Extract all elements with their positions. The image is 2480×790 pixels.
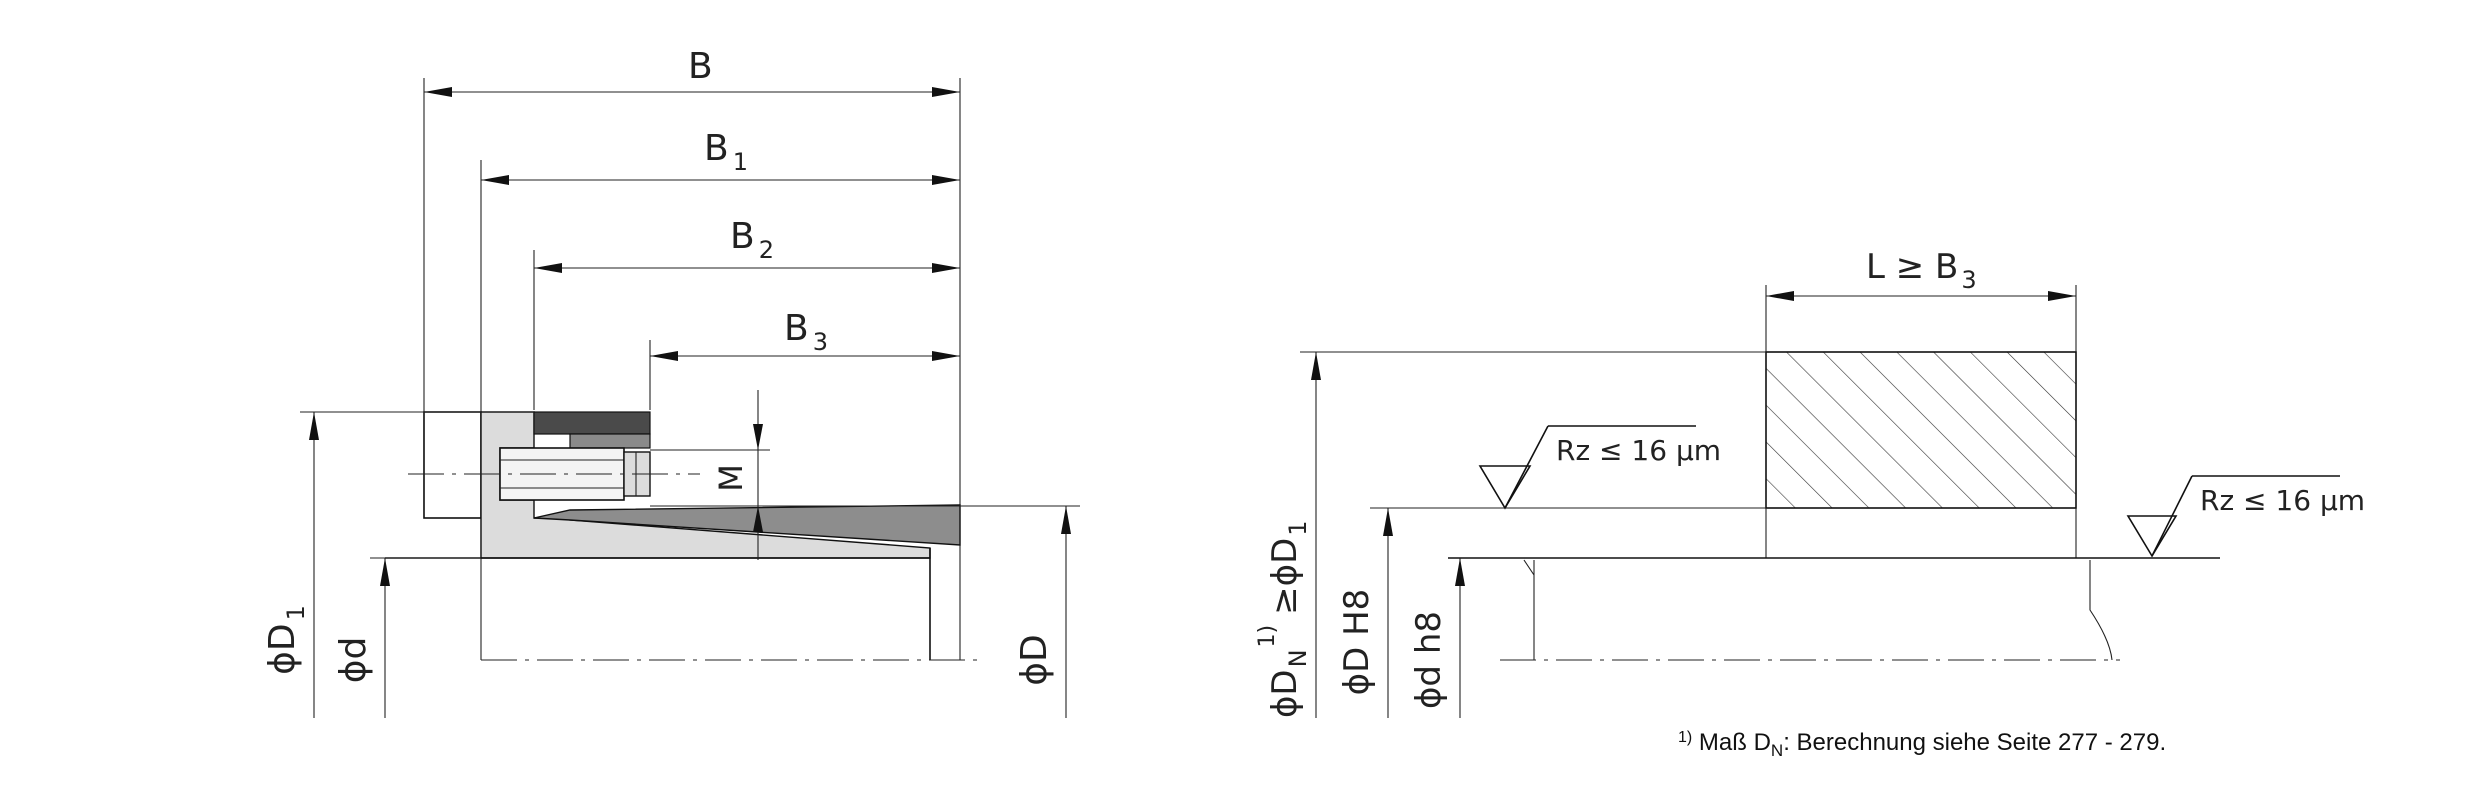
extension-lines [423, 78, 961, 660]
surface-finish-symbol-2: Rz ≤ 16 µm [2126, 475, 2365, 558]
surface-finish-label-2: Rz ≤ 16 µm [2200, 484, 2365, 517]
clamping-element-section: M [385, 390, 1080, 660]
dim-line-B1 [481, 175, 960, 185]
footnote: 1) Maß DN: Berechnung siehe Seite 277 - … [1678, 729, 2166, 760]
dim-phi-D1: ϕD1 [262, 411, 534, 718]
label-phi-DN: ϕDN1)≥ϕD1 [1255, 520, 1312, 718]
dim-line-B [424, 87, 960, 97]
surface-finish-label-1: Rz ≤ 16 µm [1556, 434, 1721, 467]
hub-section [1765, 351, 2077, 509]
label-phi-d: ϕd [333, 637, 374, 684]
label-M: M [712, 464, 750, 492]
label-phi-D: ϕD [1014, 634, 1055, 685]
dim-phi-d: ϕd [333, 557, 481, 718]
label-B: B [688, 46, 713, 87]
dim-phi-d-h8: ϕd h8 [1409, 558, 1465, 718]
label-phi-d-h8: ϕd h8 [1409, 611, 1449, 709]
shaft-break-line [2089, 560, 2113, 661]
dim-phi-D: ϕD [1014, 506, 1071, 718]
dim-line-B2 [534, 263, 960, 273]
dim-line-B3 [650, 351, 960, 361]
surface-finish-symbol-1: Rz ≤ 16 µm [1478, 425, 1721, 510]
label-phi-D1: ϕD1 [262, 605, 310, 675]
dim-phi-D-H8: ϕD H8 [1337, 508, 1393, 718]
label-phi-D-H8: ϕD H8 [1337, 589, 1377, 696]
dim-phi-DN: ϕDN1)≥ϕD1 [1255, 352, 1321, 718]
